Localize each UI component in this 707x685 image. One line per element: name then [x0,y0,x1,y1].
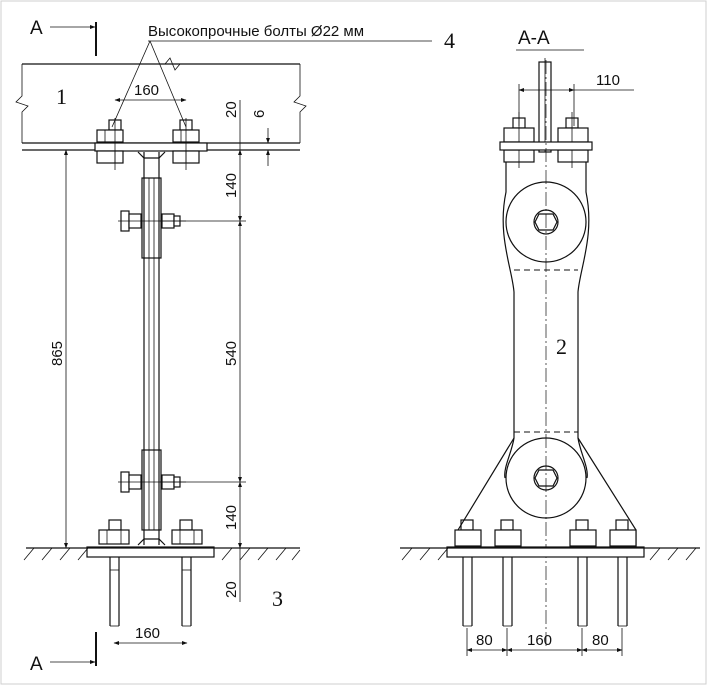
section-base-plate [446,546,645,558]
dim-lower-gap-label: 140 [223,505,240,530]
dim-overall-height: 865 [49,149,68,549]
dim-plate-thickness: 6 [251,110,270,166]
front-view: А А 1 [15,18,455,675]
top-bolt-right [172,118,200,170]
dim-section-top-width: 110 [518,72,634,126]
top-bolt-left [96,118,124,170]
callout-1: 1 [56,84,67,109]
callout-4: 4 [444,28,455,53]
section-marker-top: А [30,18,97,56]
dim-top-bolt-spacing: 160 [114,82,187,102]
section-title: А-А [518,28,550,49]
dim-plate-thickness-label: 6 [251,110,268,118]
dim-section-right-spacing-label: 80 [592,632,609,649]
dim-middle-span-label: 540 [223,341,240,366]
base-plate [86,546,215,558]
section-base-bolts [454,519,637,547]
dim-top-offset: 20 [223,100,241,150]
ground-line-section [400,547,700,561]
dim-anchor-offset: 20 [223,548,241,602]
dim-lower-gap: 140 [223,481,242,549]
bottom-bolt-right [171,519,203,627]
section-view: А-А 110 [400,28,700,656]
dim-section-top-width-label: 110 [596,72,620,89]
section-top-bolts [499,112,593,168]
dim-bottom-bolt-spacing-label: 160 [135,625,160,642]
dim-anchor-offset-label: 20 [223,581,240,598]
dim-upper-gap: 140 [223,149,242,222]
dim-top-bolt-spacing-label: 160 [134,82,159,99]
callout-2: 2 [556,334,567,359]
column-web [137,151,166,546]
section-column-body [457,162,637,548]
section-anchor-rods [462,557,628,627]
dim-upper-gap-label: 140 [223,173,240,198]
dim-top-offset-label: 20 [223,101,240,118]
section-marker-bottom-label: А [30,654,43,675]
dim-bottom-bolt-spacing: 160 [113,625,188,645]
ground-line-front [23,547,301,561]
bolts-note: Высокопрочные болты Ø22 мм [148,23,364,40]
bottom-bolt-left [98,519,130,627]
dim-overall-height-label: 865 [49,341,66,366]
section-marker-bottom: А [30,632,97,675]
top-plate [94,142,208,152]
section-marker-top-label: А [30,18,43,39]
callout-3: 3 [272,586,283,611]
dim-middle-span: 540 [223,220,242,483]
dim-section-base: 80 160 80 [466,628,623,656]
dim-section-mid-spacing-label: 160 [527,632,552,649]
dim-section-left-spacing-label: 80 [476,632,493,649]
